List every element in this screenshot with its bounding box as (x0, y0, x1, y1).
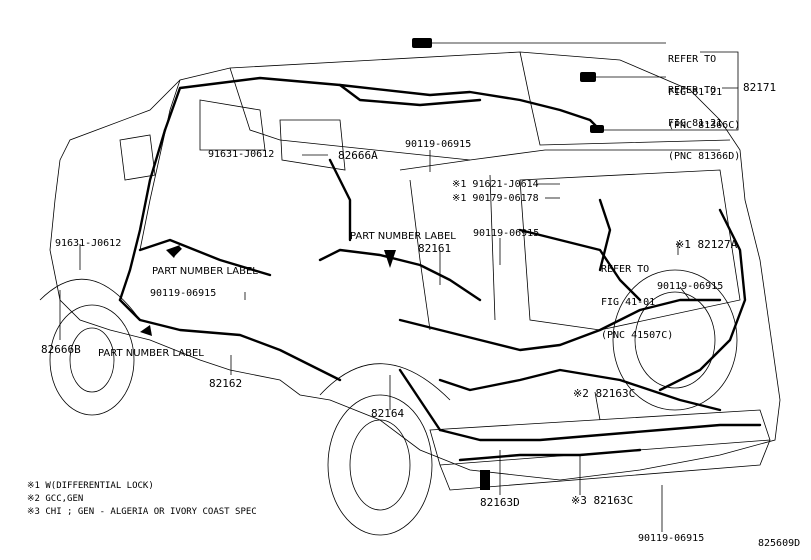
bolt-90119-right: 90119-06915 (657, 281, 724, 292)
refer-top-line-2: FIG 81-21 (668, 87, 723, 98)
part-82171: 82171 (743, 81, 777, 94)
bolt-90119-top: 90119-06915 (405, 139, 472, 150)
part-number-label-2: PART NUMBER LABEL (152, 266, 258, 277)
part-82161: 82161 (418, 242, 452, 255)
refer-top-line-3: (PNC 81366C) (668, 120, 741, 131)
bolt-91621: ※1 91621-J0614 (452, 179, 539, 190)
refer-mid-line-1: REFER TO (668, 85, 717, 96)
refer-top-line-1: REFER TO (668, 54, 717, 65)
footnote-2: ※2 GCC,GEN (27, 494, 84, 504)
part-82164: 82164 (371, 407, 405, 420)
bolt-91631-top: 91631-J0612 (208, 149, 275, 160)
part-82163C-gcc: ※2 82163C (573, 387, 636, 400)
part-82666A: 82666A (338, 149, 378, 162)
footnote-3: ※3 CHI ; GEN - ALGERIA OR IVORY COAST SP… (27, 507, 257, 517)
refer-mid-line-2: FIG 81-21 (668, 118, 723, 129)
diagram-code: 825609D (758, 538, 801, 549)
bolt-90119-mid: 90119-06915 (473, 228, 540, 239)
part-82127A: ※1 82127A (675, 238, 738, 251)
refer-right-line-2: FIG 41-01 (601, 297, 656, 308)
bolt-90179: ※1 90179-06178 (452, 193, 539, 204)
refer-label-mid: REFER TO FIG 81-21 (PNC 81366D) (668, 63, 740, 184)
part-number-label-1: PART NUMBER LABEL (350, 231, 456, 242)
bolt-90119-left: 90119-06915 (150, 288, 217, 299)
refer-mid-line-3: (PNC 81366D) (668, 151, 741, 162)
part-82163D: 82163D (480, 496, 520, 509)
part-82666B: 82666B (41, 343, 81, 356)
bolt-91631-left: 91631-J0612 (55, 238, 122, 249)
refer-right-line-3: (PNC 41507C) (601, 330, 674, 341)
refer-label-right: REFER TO FIG 41-01 (PNC 41507C) (601, 242, 673, 363)
part-82163C-chi: ※3 82163C (571, 494, 634, 507)
refer-right-line-1: REFER TO (601, 264, 650, 275)
part-82162: 82162 (209, 377, 243, 390)
part-number-label-3: PART NUMBER LABEL (98, 348, 204, 359)
footnote-1: ※1 W(DIFFERENTIAL LOCK) (27, 481, 154, 491)
refer-label-top: REFER TO FIG 81-21 (PNC 81366C) (668, 32, 740, 153)
bolt-90119-bottom: 90119-06915 (638, 533, 705, 544)
